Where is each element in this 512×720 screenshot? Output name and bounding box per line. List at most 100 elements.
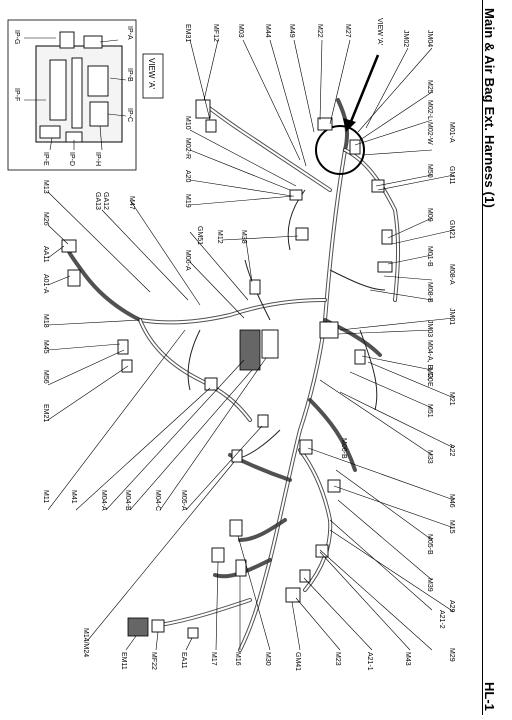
inset-connector-6 [83, 35, 103, 49]
label-m21: M21 [448, 392, 455, 406]
label-m44: M44 [264, 24, 271, 38]
connector-body-m04 [239, 329, 261, 371]
label-m11: M11 [42, 490, 49, 503]
label-m56: M56 [42, 370, 49, 384]
label-m25: M25 [426, 80, 433, 94]
inset-connector-1 [49, 59, 67, 121]
label-m16: M16 [234, 652, 241, 666]
label-m04-a: M04-A [100, 490, 107, 511]
label-gm41: GM41 [294, 652, 301, 671]
label-m30: M30 [264, 652, 271, 666]
connector-body-m01-b [377, 261, 393, 273]
label-m39: M39 [426, 578, 433, 592]
label-m23: M23 [334, 652, 341, 666]
label-m14-m24: M14/M24 [82, 628, 89, 657]
label-a01-a: A01-A [42, 274, 49, 294]
connector-body-m46 [299, 439, 313, 455]
inset-label-ip-h: IP-H [94, 152, 101, 166]
label-em21: EM21 [42, 404, 49, 422]
label-ga13: GA13 [94, 192, 101, 210]
label-jm04: JM04 [426, 30, 433, 47]
label-m26: M26 [42, 212, 49, 226]
label-jm03: JM03 [426, 320, 433, 337]
inset-connector-2 [71, 57, 83, 129]
label-m10: M10 [184, 116, 191, 130]
connector-body-jm03 [319, 321, 339, 339]
inset-label-ip-f: IP-F [13, 88, 20, 101]
label-m04-c: M04-C [154, 490, 161, 511]
inset-connector-4 [89, 101, 109, 127]
connector-body-m43 [315, 544, 329, 558]
page-id: HL-1 [482, 682, 497, 711]
label-m12: M12 [216, 230, 223, 244]
label-gm51: GM51 [196, 226, 203, 245]
connector-body-gm11 [371, 179, 385, 193]
connector-body-m16 [235, 559, 247, 577]
label-view-a-callout: VIEW 'A' [376, 18, 383, 45]
label-em31: EM31 [184, 24, 191, 42]
inset-label-ip-d: IP-D [68, 152, 75, 166]
label-m08-a: M08-A [448, 264, 455, 285]
connector-body-mf22 [151, 619, 165, 633]
label-m33: M33 [426, 450, 433, 464]
label-a21-1: A21-1 [366, 652, 373, 671]
leader-lines [47, 39, 455, 651]
inset-label-ip-e: IP-E [42, 152, 49, 166]
inset-connector-7 [39, 125, 61, 139]
label-m20: M20 [426, 368, 433, 382]
page-title: Main & Air Bag Ext. Harness (1) [482, 8, 497, 209]
connector-body-m56 [121, 359, 133, 373]
connector-body-m09 [381, 229, 393, 245]
connector-body-m17 [211, 547, 225, 563]
connector-body-m02-l [349, 139, 361, 155]
label-m01-b: M01-B [426, 246, 433, 267]
label-a29: A29 [448, 600, 455, 613]
label-m04-abde: M04-A, B, D, E [426, 340, 433, 387]
label-em11: EM11 [120, 652, 127, 670]
view-a-label: VIEW 'A' [147, 58, 156, 90]
label-m46: M46 [448, 494, 455, 508]
label-m45: M45 [42, 340, 49, 354]
connector-body-em31 [205, 119, 217, 133]
label-m38: M38 [240, 230, 247, 244]
label-m22: M22 [316, 24, 323, 38]
view-a-arrow [348, 54, 380, 125]
label-m08-b: M08-B [426, 282, 433, 303]
label-m49: M49 [288, 24, 295, 38]
label-m02-w: M02-W [426, 122, 433, 145]
label-m02-r: M02-R [184, 138, 191, 159]
connector-body-m14 [231, 449, 243, 463]
inset-connector-5 [59, 31, 75, 49]
inset-label-ip-c: IP-C [126, 108, 133, 122]
label-m19: M19 [184, 194, 191, 208]
label-jm01: JM01 [448, 308, 455, 325]
label-m51: M51 [426, 404, 433, 418]
label-a21-2: A21-2 [438, 610, 445, 629]
label-aa11: AA11 [42, 246, 49, 263]
label-ga12: GA12 [102, 192, 109, 210]
label-m15: M15 [448, 520, 455, 534]
label-m06-b: M06-B [340, 438, 347, 459]
label-m18: M18 [42, 314, 49, 328]
connector-body-aa11 [61, 239, 77, 253]
label-m29: M29 [448, 648, 455, 662]
harness-main [66, 98, 401, 652]
connector-body-m19 [289, 189, 303, 201]
view-a-circle [315, 125, 365, 175]
connector-body-a21-1 [299, 569, 311, 583]
label-m09: M09 [426, 208, 433, 222]
label-a22: A22 [448, 444, 455, 457]
label-m43: M43 [404, 652, 411, 666]
title-band [482, 0, 512, 715]
connector-body-m41 [204, 377, 218, 391]
label-m41: M41 [70, 490, 77, 504]
label-m02-l: M02-L [426, 100, 433, 120]
label-jm02: JM02 [402, 30, 409, 47]
label-m05-b: M05-B [426, 534, 433, 555]
view-a-label-box [142, 53, 164, 99]
connector-labels: JM04 JM02 M25 M02-L M27 M22 M49 M44 M03 … [42, 18, 455, 671]
label-m47: M47 [128, 196, 135, 210]
label-m06-a: M06-A [184, 250, 191, 271]
label-mf22: MF22 [150, 652, 157, 670]
